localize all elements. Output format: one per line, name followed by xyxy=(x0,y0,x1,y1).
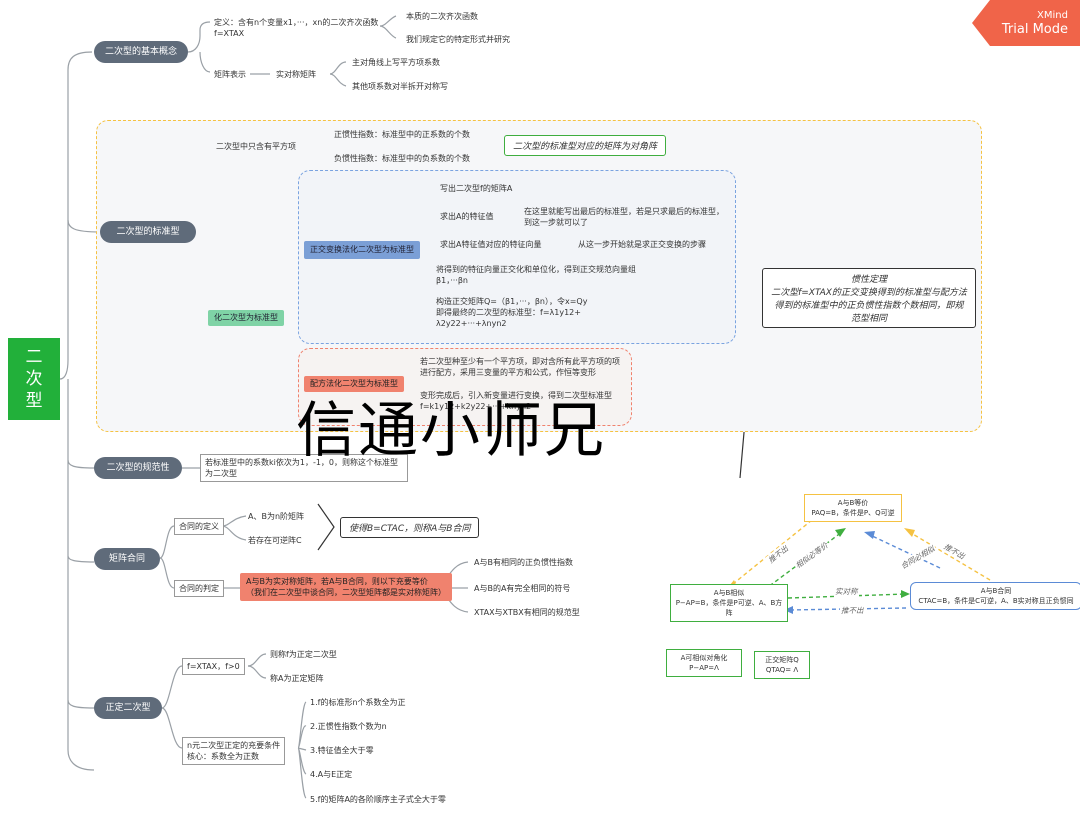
diagonal-summary: 二次型的标准型对应的矩阵为对角阵 xyxy=(504,135,667,156)
edge-label-real-symmetric: 实对称 xyxy=(834,586,859,597)
definition-text: 定义：含有n个变量x1，···，xn的二次齐次函数 f=XTAX xyxy=(214,18,379,38)
negative-inertia-index: 负惯性指数：标准型中的负系数的个数 xyxy=(334,154,470,163)
root-label: 二 次 型 xyxy=(25,347,43,411)
only-square-terms: 二次型中只含有平方项 xyxy=(216,142,296,151)
to-standard-form[interactable]: 化二次型为标准型 xyxy=(208,310,284,326)
symmetric-matrix: 实对称矩阵 xyxy=(276,70,316,79)
positive-cond-a: 则称f为正定二次型 xyxy=(270,650,337,659)
topic-basic-concept[interactable]: 二次型的基本概念 xyxy=(94,41,188,63)
equivalence-node: A与B等价 PAQ=B，条件是P、Q可逆 xyxy=(804,494,902,522)
condition-4: 4.A与E正定 xyxy=(310,770,353,779)
xmind-logo-text: XMind xyxy=(1037,10,1068,21)
condition-1: 1.f的标准形n个系数全为正 xyxy=(310,698,406,707)
orth-step-2: 求出A的特征值 xyxy=(440,212,494,221)
orthogonal-matrix-node: 正交矩阵Q QTAQ= Λ xyxy=(754,651,810,679)
normative-definition: 若标准型中的系数ki依次为1，-1，0，则称这个标准型为二次型 xyxy=(200,454,408,482)
judge-b: A与B的A有完全相同的符号 xyxy=(474,584,571,593)
congruence-def-a: A、B为n阶矩阵 xyxy=(248,512,305,521)
orth-step-2-note: 在这里就能写出最后的标准型，若是只求最后的标准型，到这一步就可以了 xyxy=(524,207,724,227)
comp-step-1: 若二次型种至少有一个平方项，即对含所有此平方项的项进行配方，采用三变量的平方和公… xyxy=(420,357,620,377)
orth-step-1: 写出二次型f的矩阵A xyxy=(440,184,513,193)
condition-2: 2.正惯性指数个数为n xyxy=(310,722,387,731)
edge-label-not-implied-3: 推不出 xyxy=(840,605,865,616)
orth-step-3-note: 从这一步开始就是求正交变换的步骤 xyxy=(578,240,706,249)
necessary-sufficient-conditions: n元二次型正定的充要条件 核心：系数全为正数 xyxy=(182,737,286,765)
watermark-text: 信通小师兄 xyxy=(296,396,606,466)
xmind-trial-badge[interactable] xyxy=(972,0,1080,46)
topic-positive-definite[interactable]: 正定二次型 xyxy=(94,697,162,719)
matrix-representation: 矩阵表示 xyxy=(214,70,246,79)
orthogonal-method[interactable]: 正交变换法化二次型为标准型 xyxy=(304,241,420,259)
orth-step-5: 构造正交矩阵Q=（β1，···，βn），令x=Qy 即得最终的二次型的标准型：f… xyxy=(436,297,588,328)
symmetric-note-b: 其他项系数对半拆开对称写 xyxy=(352,82,448,91)
trial-mode-text: Trial Mode xyxy=(1001,22,1068,37)
congruence-node: A与B合同 CTAC=B，条件是C可逆，A、B实对称且正负惯同 xyxy=(910,582,1080,610)
topic-standard-form[interactable]: 二次型的标准型 xyxy=(100,221,196,243)
condition-5: 5.f的矩阵A的各阶顺序主子式全大于零 xyxy=(310,795,446,804)
topic-normative-form[interactable]: 二次型的规范性 xyxy=(94,457,182,479)
positive-cond-b: 称A为正定矩阵 xyxy=(270,674,324,683)
root-topic[interactable]: 二 次 型 xyxy=(8,338,60,420)
definition-note-b: 我们规定它的特定形式并研究 xyxy=(406,35,510,44)
orth-step-4: 将得到的特征向量正交化和单位化，得到正交规范向量组β1，···βn xyxy=(436,265,636,285)
congruence-judgement: 合同的判定 xyxy=(174,580,224,597)
condition-3: 3.特征值全大于零 xyxy=(310,746,374,755)
congruence-condition[interactable]: A与B为实对称矩阵，若A与B合同，则以下充要等价 （我们在二次型中谈合同，二次型… xyxy=(240,573,452,601)
positive-condition: f=XTAX，f>0 xyxy=(182,658,245,675)
congruence-def-b: 若存在可逆阵C xyxy=(248,536,302,545)
completing-square-method[interactable]: 配方法化二次型为标准型 xyxy=(304,376,404,392)
judge-c: XTAX与XTBX有相同的规范型 xyxy=(474,608,580,617)
similarity-node: A与B相似 P−AP=B，条件是P可逆、A、B方阵 xyxy=(670,584,788,622)
inertia-theorem-summary: 惯性定理 二次型f=XTAX的正交变换得到的标准型与配方法得到的标准型中的正负惯… xyxy=(762,268,976,328)
definition-note-a: 本质的二次齐次函数 xyxy=(406,12,478,21)
topic-matrix-congruence[interactable]: 矩阵合同 xyxy=(94,548,160,570)
positive-inertia-index: 正惯性指数：标准型中的正系数的个数 xyxy=(334,130,470,139)
diagonalizable-node: A可相似对角化 P−AP=Λ xyxy=(666,649,742,677)
congruence-definition: 合同的定义 xyxy=(174,518,224,535)
judge-a: A与B有相同的正负惯性指数 xyxy=(474,558,573,567)
symmetric-note-a: 主对角线上写平方项系数 xyxy=(352,58,440,67)
comp-step-2: 变形完成后，引入新变量进行变换，得到二次型标准型f=k1y12+k2y22+··… xyxy=(420,391,612,411)
congruence-summary: 使得B=CTAC，则称A与B合同 xyxy=(340,517,480,538)
orth-step-3: 求出A特征值对应的特征向量 xyxy=(440,240,542,249)
